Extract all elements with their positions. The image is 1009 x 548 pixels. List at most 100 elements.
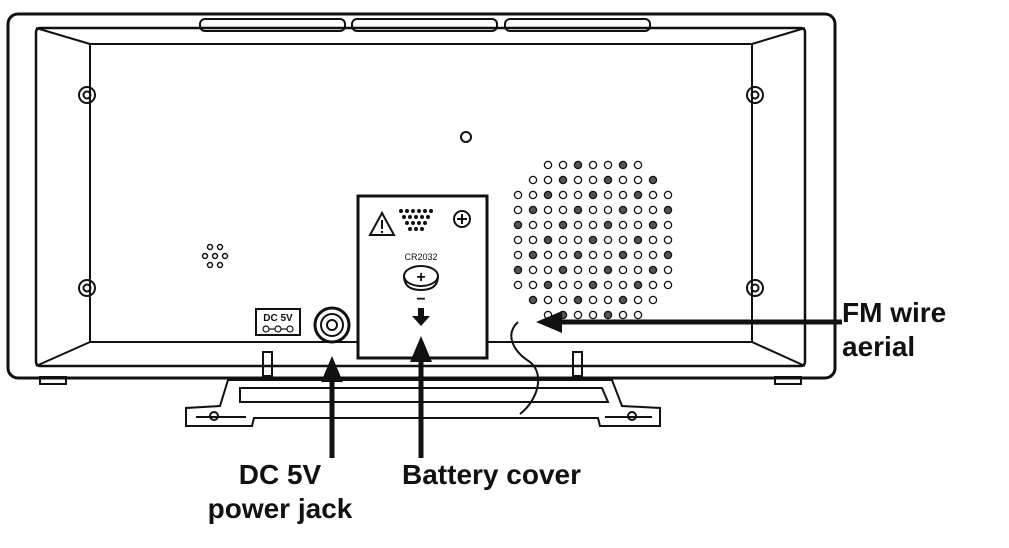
grille-hole (618, 160, 628, 170)
grille-hole (573, 190, 583, 200)
grille-hole (663, 205, 673, 215)
grille-hole (588, 160, 598, 170)
cover-dot (411, 221, 415, 225)
grille-hole (648, 175, 658, 185)
grille-hole (513, 250, 523, 260)
grille-hole (663, 265, 673, 275)
grille-hole (648, 205, 658, 215)
grille-hole (588, 280, 598, 290)
battery-label-text: Battery cover (402, 459, 581, 490)
grille-hole (573, 295, 583, 305)
grille-hole (543, 280, 553, 290)
cover-dot (423, 209, 427, 213)
grille-hole (633, 310, 643, 320)
grille-hole (558, 220, 568, 230)
grille-hole (648, 265, 658, 275)
grille-hole (588, 265, 598, 275)
cover-dot (420, 227, 424, 231)
grille-hole (663, 250, 673, 260)
dc-arrow (321, 356, 343, 458)
dc-label-line2: power jack (207, 493, 353, 524)
grille-hole (663, 220, 673, 230)
grille-hole (633, 205, 643, 215)
grille-hole (513, 205, 523, 215)
bevel-bl (35, 341, 91, 367)
foot-right (774, 376, 802, 385)
grille-hole (618, 295, 628, 305)
grille-hole (618, 265, 628, 275)
grille-hole (543, 190, 553, 200)
cover-dot (414, 215, 418, 219)
grille-hole (633, 295, 643, 305)
cover-dot-pattern (399, 209, 433, 231)
grille-hole (528, 205, 538, 215)
grille-hole (573, 265, 583, 275)
grille-hole (633, 250, 643, 260)
dc-jack (313, 306, 351, 344)
grille-hole (648, 220, 658, 230)
grille-hole (603, 175, 613, 185)
polarity-icon (262, 325, 294, 333)
cover-dot (408, 215, 412, 219)
fm-label-line2: aerial (842, 331, 916, 362)
screws (78, 86, 764, 297)
minus-sign: − (416, 291, 425, 308)
cover-dot (420, 215, 424, 219)
coin-cell-icon (403, 265, 439, 292)
grille-hole (603, 205, 613, 215)
grille-hole (528, 175, 538, 185)
fm-label-line1: FM wire (842, 297, 947, 328)
grille-hole (558, 265, 568, 275)
dc-label-box: DC 5V (255, 308, 301, 336)
grille-hole (543, 265, 553, 275)
grille-hole (588, 295, 598, 305)
grille-hole (573, 310, 583, 320)
grille-hole (633, 235, 643, 245)
grille-hole (648, 190, 658, 200)
dc-jack-label: DC 5V power jack (170, 458, 390, 526)
cover-dot (408, 227, 412, 231)
grille-hole (618, 205, 628, 215)
grille-hole (588, 310, 598, 320)
cover-dot (411, 209, 415, 213)
stand-post-left (262, 351, 273, 377)
grille-hole (588, 175, 598, 185)
grille-hole (543, 295, 553, 305)
grille-hole (618, 310, 628, 320)
cover-dot (423, 221, 427, 225)
grille-hole (603, 220, 613, 230)
grille-hole (603, 235, 613, 245)
grille-hole (573, 220, 583, 230)
grille-hole (588, 235, 598, 245)
fm-wire (510, 321, 540, 415)
grille-hole (528, 235, 538, 245)
grille-hole (543, 235, 553, 245)
grille-hole (558, 160, 568, 170)
grille-hole (633, 220, 643, 230)
stand-post-right (572, 351, 583, 377)
grille-hole (558, 175, 568, 185)
grille-hole (603, 280, 613, 290)
cover-dot (417, 209, 421, 213)
grille-hole (513, 235, 523, 245)
screw-icon (78, 279, 96, 297)
grille-hole (648, 235, 658, 245)
dc-label-text: DC 5V (263, 313, 293, 324)
grille-hole (573, 235, 583, 245)
grille-hole (543, 175, 553, 185)
top-button-3 (504, 18, 651, 32)
bevel-tr (751, 27, 806, 45)
grille-hole (513, 265, 523, 275)
screw-icon (78, 86, 96, 104)
grille-hole (573, 175, 583, 185)
grille-hole (573, 280, 583, 290)
grille-hole (663, 235, 673, 245)
grille-hole (573, 205, 583, 215)
grille-hole (618, 250, 628, 260)
grille-hole (648, 280, 658, 290)
cover-dot (417, 221, 421, 225)
stand-frame-inner (239, 387, 610, 403)
grille-hole (618, 235, 628, 245)
